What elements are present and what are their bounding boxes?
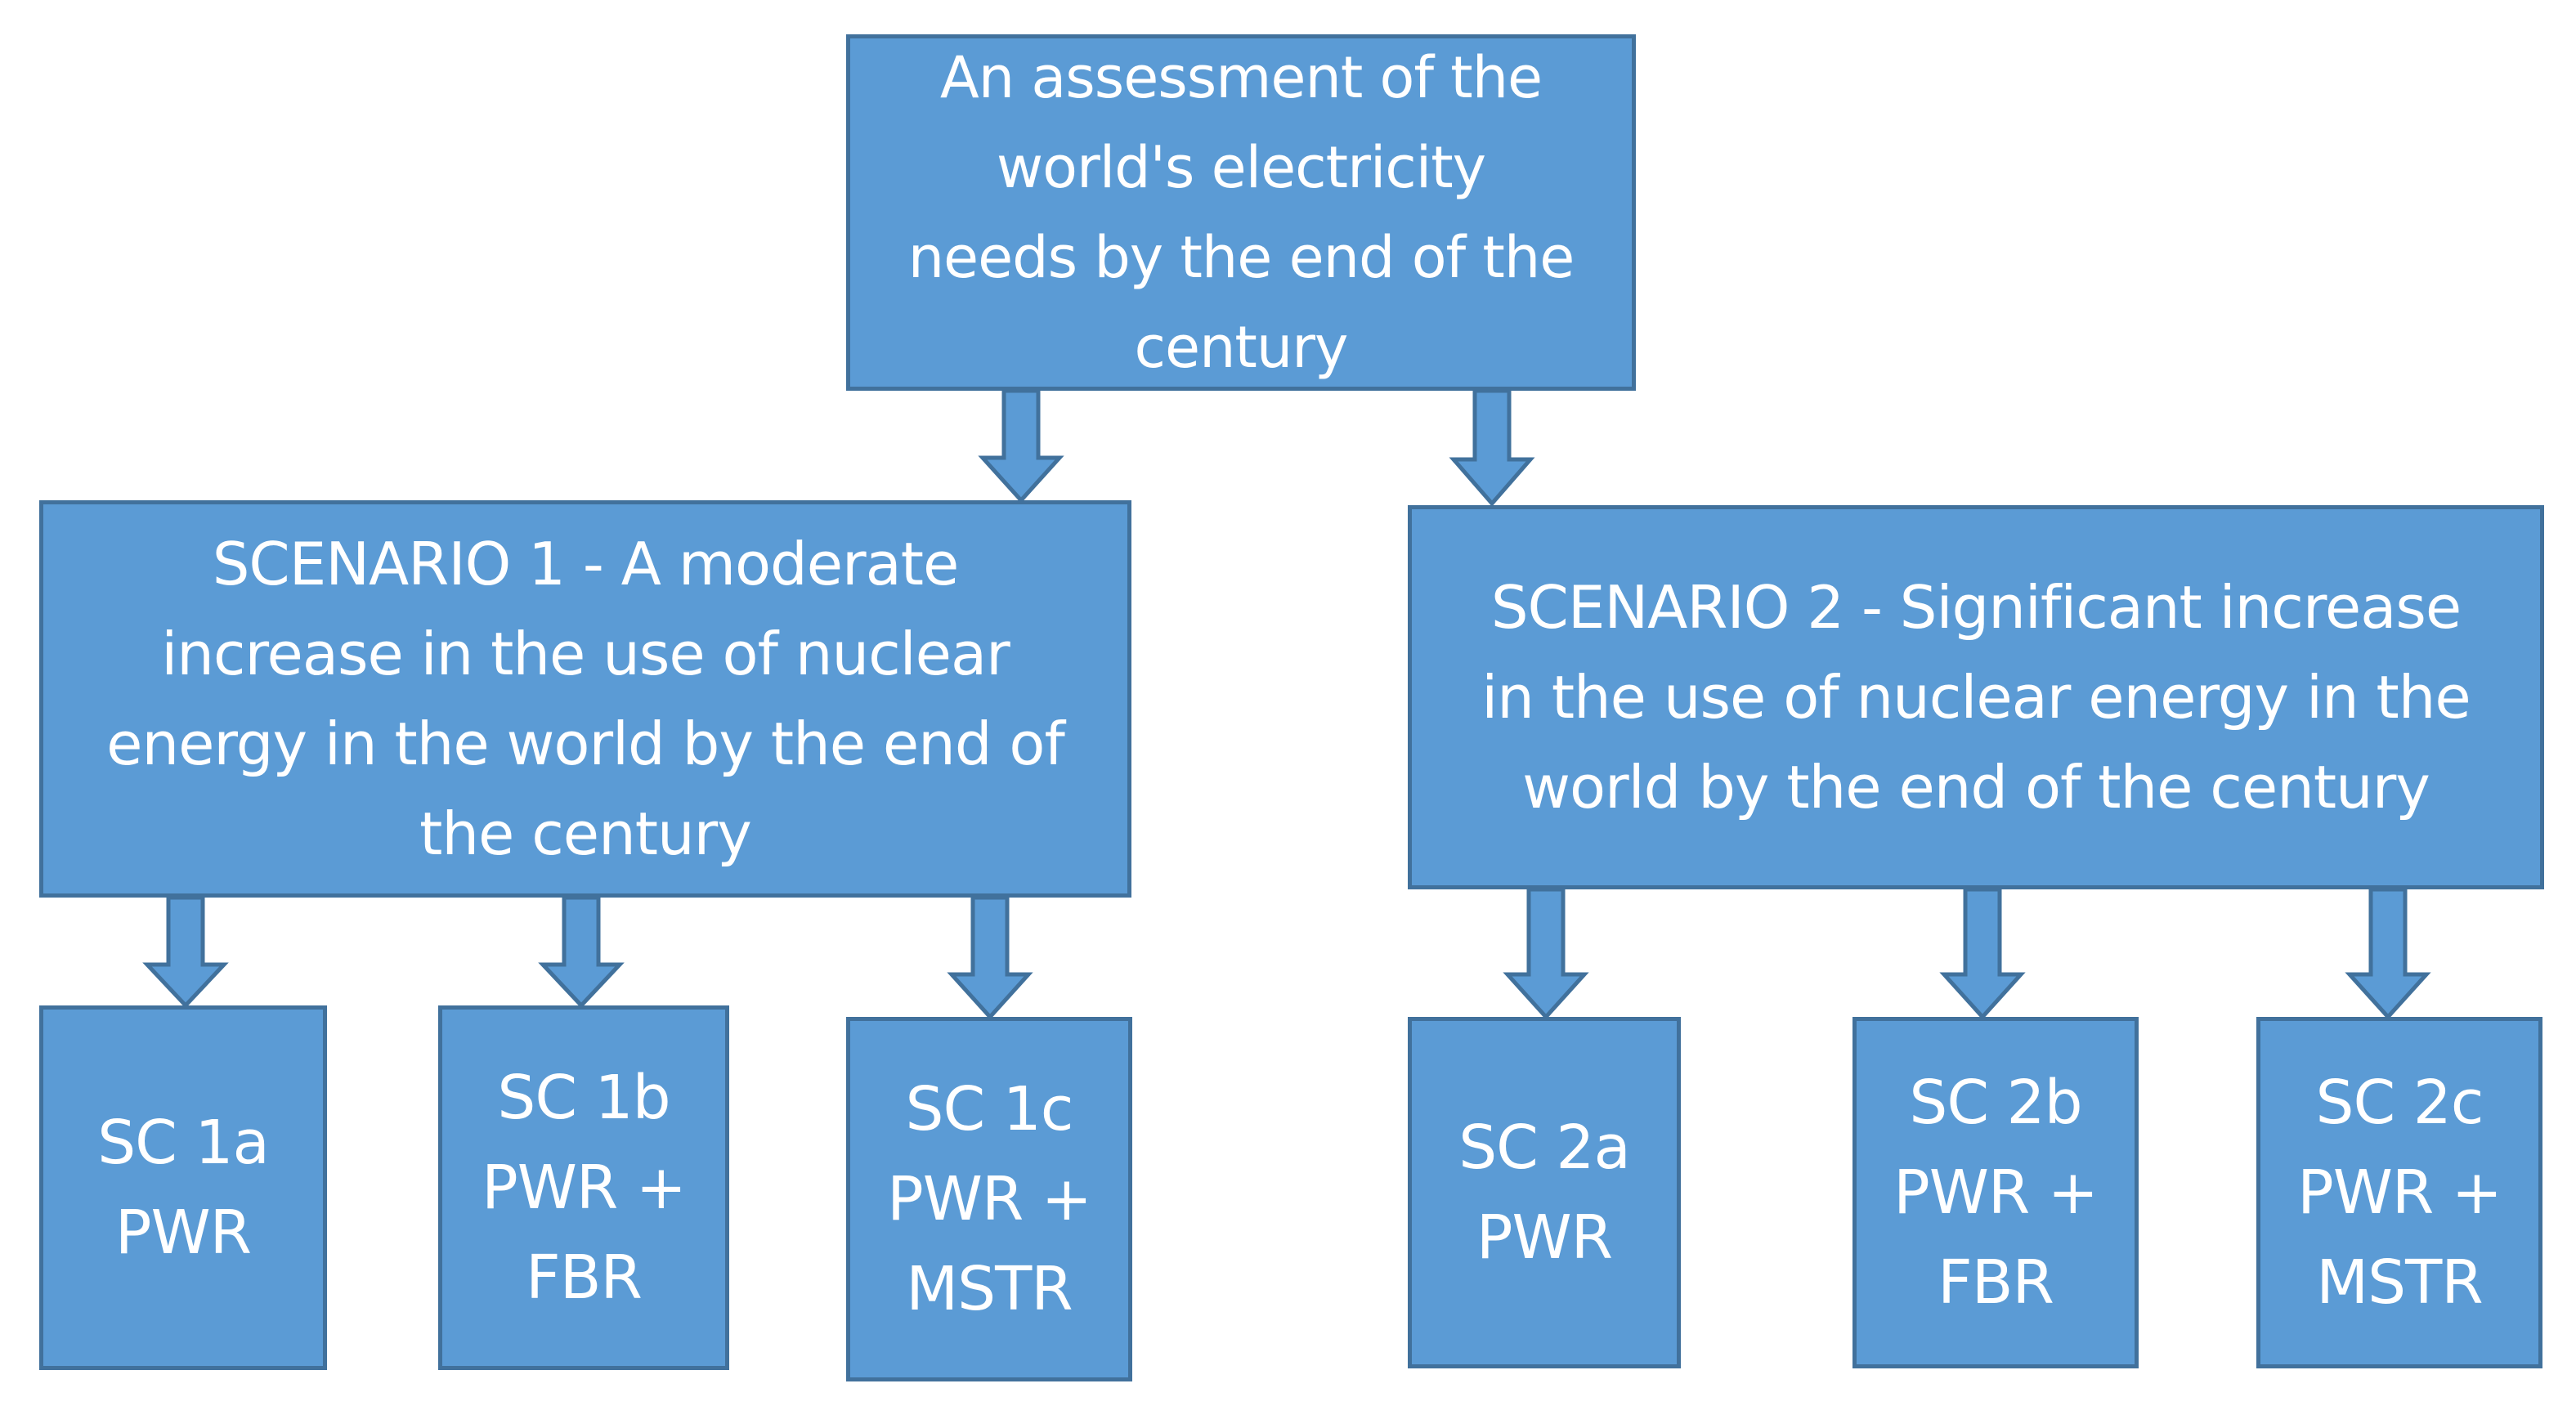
sc2c-node: SC 2c PWR + MSTR [2256, 1017, 2542, 1368]
sc2a-node: SC 2a PWR [1408, 1017, 1681, 1368]
sc1a-node-text: SC 1a PWR [97, 1108, 270, 1268]
arrow-scenario2-to-sc2c [2345, 887, 2431, 1020]
sc2b-node-text: SC 2b PWR + FBR [1893, 1068, 2099, 1318]
scenario2-node-text: SCENARIO 2 - Significant increase in the… [1481, 573, 2471, 822]
sc1c-node: SC 1c PWR + MSTR [846, 1017, 1132, 1381]
scenario1-node-text: SCENARIO 1 - A moderate increase in the … [106, 530, 1065, 868]
sc2b-node: SC 2b PWR + FBR [1852, 1017, 2139, 1368]
sc1b-node: SC 1b PWR + FBR [438, 1005, 729, 1370]
arrow-root-to-scenario1 [978, 388, 1064, 504]
sc2a-node-text: SC 2a PWR [1458, 1113, 1631, 1273]
arrow-scenario1-to-sc1b [538, 895, 625, 1009]
root-node-text: An assessment of the world's electricity… [907, 44, 1575, 381]
arrow-root-to-scenario2 [1449, 388, 1535, 507]
arrow-scenario1-to-sc1c [947, 895, 1033, 1020]
sc2c-node-text: SC 2c PWR + MSTR [2297, 1068, 2502, 1318]
arrow-scenario1-to-sc1a [142, 895, 229, 1009]
arrow-scenario2-to-sc2b [1939, 887, 2026, 1020]
sc1a-node: SC 1a PWR [39, 1005, 327, 1370]
sc1b-node-text: SC 1b PWR + FBR [482, 1063, 687, 1313]
root-node: An assessment of the world's electricity… [846, 34, 1636, 391]
scenario2-node: SCENARIO 2 - Significant increase in the… [1408, 505, 2544, 889]
arrow-scenario2-to-sc2a [1503, 887, 1589, 1020]
scenario1-node: SCENARIO 1 - A moderate increase in the … [39, 500, 1131, 898]
sc1c-node-text: SC 1c PWR + MSTR [887, 1074, 1092, 1324]
